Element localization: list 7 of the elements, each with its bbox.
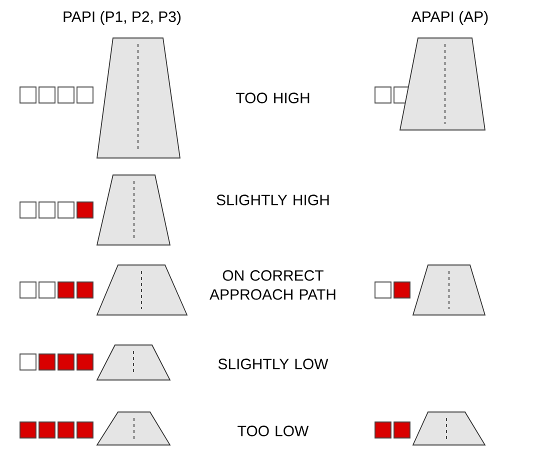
column-heading: PAPI (P1, P2, P3) [64, 11, 181, 25]
row-label: SLIGHTLY HIGH [216, 194, 329, 206]
row-label: TOO HIGH [236, 92, 310, 104]
row-label: ON CORRECT APPROACH PATH [210, 270, 336, 300]
row-label: SLIGHTLY LOW [218, 358, 328, 370]
column-heading: APAPI (AP) [411, 11, 488, 25]
row-label: TOO LOW [238, 426, 309, 436]
